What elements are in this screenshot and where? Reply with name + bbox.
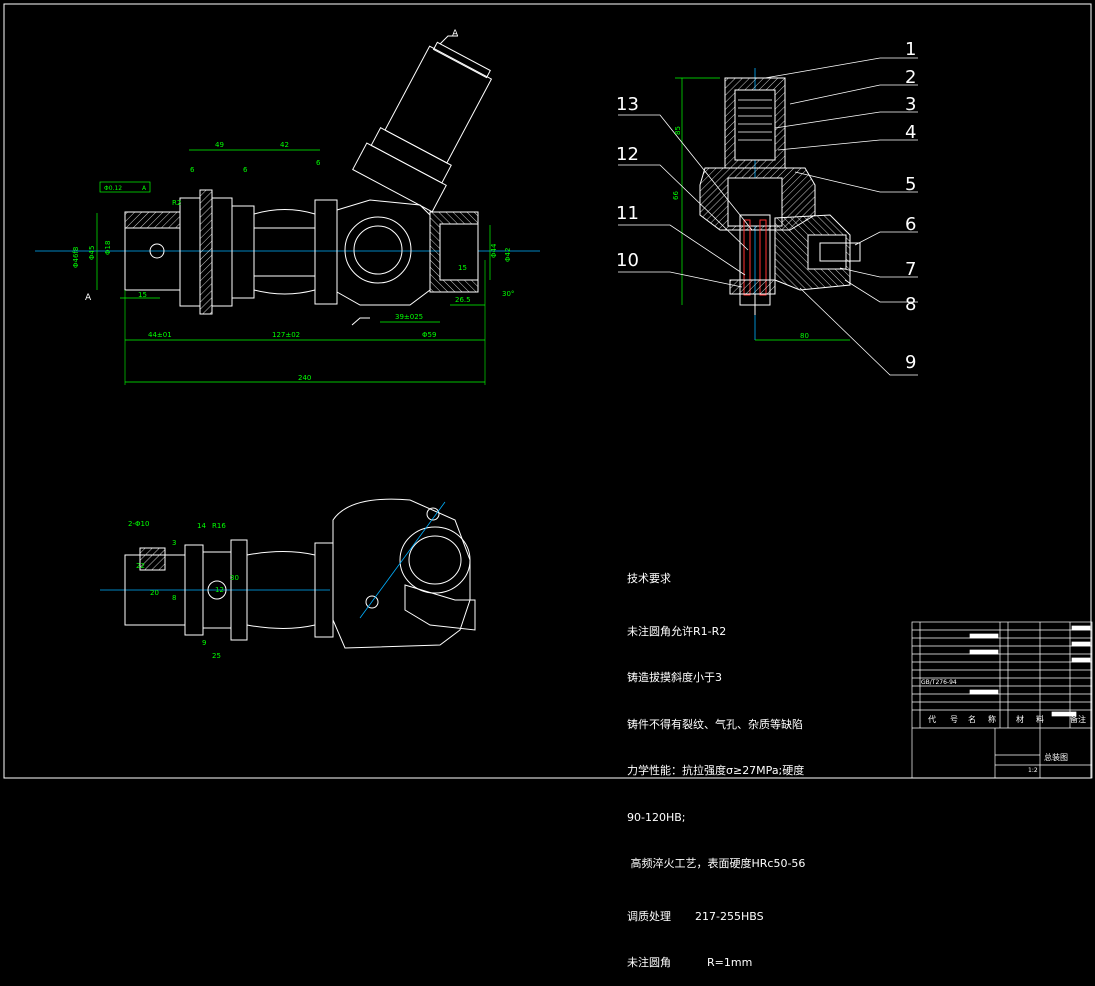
drawing-title: 总装图: [1044, 752, 1068, 762]
part-num-4: 4: [905, 122, 916, 143]
note-line-5: 90-120HB;: [627, 810, 686, 824]
dim-d-d: Φ44: [490, 243, 498, 258]
dim-39: 39±025: [395, 313, 423, 321]
title-block: [911, 621, 1093, 779]
part-num-9: 9: [905, 352, 916, 373]
dim-80: 80: [800, 332, 809, 340]
section-dimensions: [675, 77, 850, 341]
leader-lines: [618, 57, 918, 376]
dim-r2: R2: [172, 199, 181, 207]
dim-b-12: 12: [215, 586, 224, 594]
part-num-2: 2: [905, 67, 916, 88]
dim-49: 49: [215, 141, 224, 149]
note-treatment: 调质处理 217-255HBS: [627, 909, 805, 925]
dim-6a: 6: [190, 166, 195, 174]
dim-d-c: Φ18: [104, 241, 112, 255]
part-num-12: 12: [616, 144, 639, 165]
fillet-label: 未注圆角: [627, 956, 671, 969]
datum-tolerance: Φ0.12: [104, 185, 122, 192]
dim-240: 240: [298, 374, 311, 382]
technical-notes: 技术要求 未注圆角允许R1-R2 铸造拔摸斜度小于3 铸件不得有裂纹、气孔、杂质…: [627, 540, 805, 986]
dim-26-5: 26.5: [455, 296, 471, 304]
part-num-3: 3: [905, 94, 916, 115]
dim-b-3: 3: [172, 539, 176, 547]
dim-b-30: 30: [230, 574, 239, 582]
note-line-6: 高频淬火工艺，表面硬度HRc50-56: [627, 857, 806, 870]
dim-b-9: 9: [202, 639, 206, 647]
col-no: 号: [950, 715, 958, 724]
dim-66: 66: [672, 191, 680, 200]
dim-b-20: 20: [150, 589, 159, 597]
treatment-label: 调质处理: [627, 909, 671, 923]
col-remark: 备注: [1070, 714, 1086, 724]
treatment-value: 217-255HBS: [695, 909, 764, 923]
datum-ref: A: [142, 185, 147, 192]
dimension-texts: 49 42 6 6 6 R2 Φ46f8 Φ45 Φ18 Φ44 Φ42 15 …: [72, 126, 809, 660]
part-num-8: 8: [905, 294, 916, 315]
col-material2: 料: [1036, 714, 1044, 724]
section-view: [699, 68, 861, 340]
col-material: 材: [1016, 714, 1024, 724]
part-num-7: 7: [905, 259, 916, 280]
dim-6b: 6: [243, 166, 248, 174]
drawing-frame: [3, 3, 1092, 779]
dim-d-a: Φ46f8: [72, 247, 80, 268]
bottom-view: [100, 498, 476, 649]
dim-b-25: 25: [212, 652, 221, 660]
cad-drawing-canvas: 1 2 3 4 5 6 7 8 9 10 11 12 13 49 42 6 6 …: [3, 3, 1093, 779]
part-num-10: 10: [616, 250, 639, 271]
dim-b-2: 2-Φ10: [128, 520, 149, 528]
annotation-marks: A A Φ0.12 A: [85, 29, 459, 326]
note-line-1: 未注圆角允许R1-R2: [627, 624, 727, 638]
dim-d-b: Φ45: [88, 246, 96, 260]
front-dimensions: [96, 149, 491, 383]
col-name2: 称: [988, 714, 996, 724]
note-line-2: 铸造拔摸斜度小于3: [627, 671, 722, 684]
dim-44: 44±01: [148, 331, 172, 339]
title-block-text: GB/T276-94 代 号 名 称 材 料 备注 总装图 1:2: [921, 679, 1086, 774]
dim-59: Φ59: [422, 331, 436, 339]
notes-heading: 技术要求: [627, 572, 671, 585]
col-code: 代: [928, 714, 936, 724]
note-line-4: 力学性能：抗拉强度σ≥27MPa;硬度: [627, 764, 805, 777]
dim-30deg: 30°: [502, 290, 514, 298]
dim-42: 42: [280, 141, 289, 149]
dim-b-14: 14: [197, 522, 206, 530]
view-mark-a: A: [85, 293, 92, 303]
dim-127: 127±02: [272, 331, 300, 339]
dim-15b: 15: [138, 291, 147, 299]
dim-6c: 6: [316, 159, 321, 167]
fillet-value: R=1mm: [707, 956, 753, 969]
part-num-1: 1: [905, 39, 916, 60]
std-number: GB/T276-94: [921, 679, 957, 686]
part-num-13: 13: [616, 94, 639, 115]
part-num-11: 11: [616, 203, 639, 224]
note-line-3: 铸件不得有裂纹、气孔、杂质等缺陷: [627, 717, 803, 731]
part-number-labels: 1 2 3 4 5 6 7 8 9 10 11 12 13: [616, 39, 916, 373]
dim-d-e: Φ42: [504, 248, 512, 262]
dim-85: 85: [674, 126, 682, 135]
dim-15: 15: [458, 264, 467, 272]
dim-b-22: 22: [136, 562, 145, 570]
part-num-6: 6: [905, 214, 916, 235]
note-fillet: 未注圆角 R=1mm: [627, 955, 805, 971]
section-mark-a: A: [452, 29, 459, 39]
dim-b-r16: R16: [212, 522, 226, 530]
front-view: [35, 41, 540, 385]
part-num-5: 5: [905, 174, 916, 195]
dim-b-8: 8: [172, 594, 176, 602]
drawing-scale: 1:2: [1028, 767, 1038, 774]
col-name: 名: [968, 714, 976, 724]
